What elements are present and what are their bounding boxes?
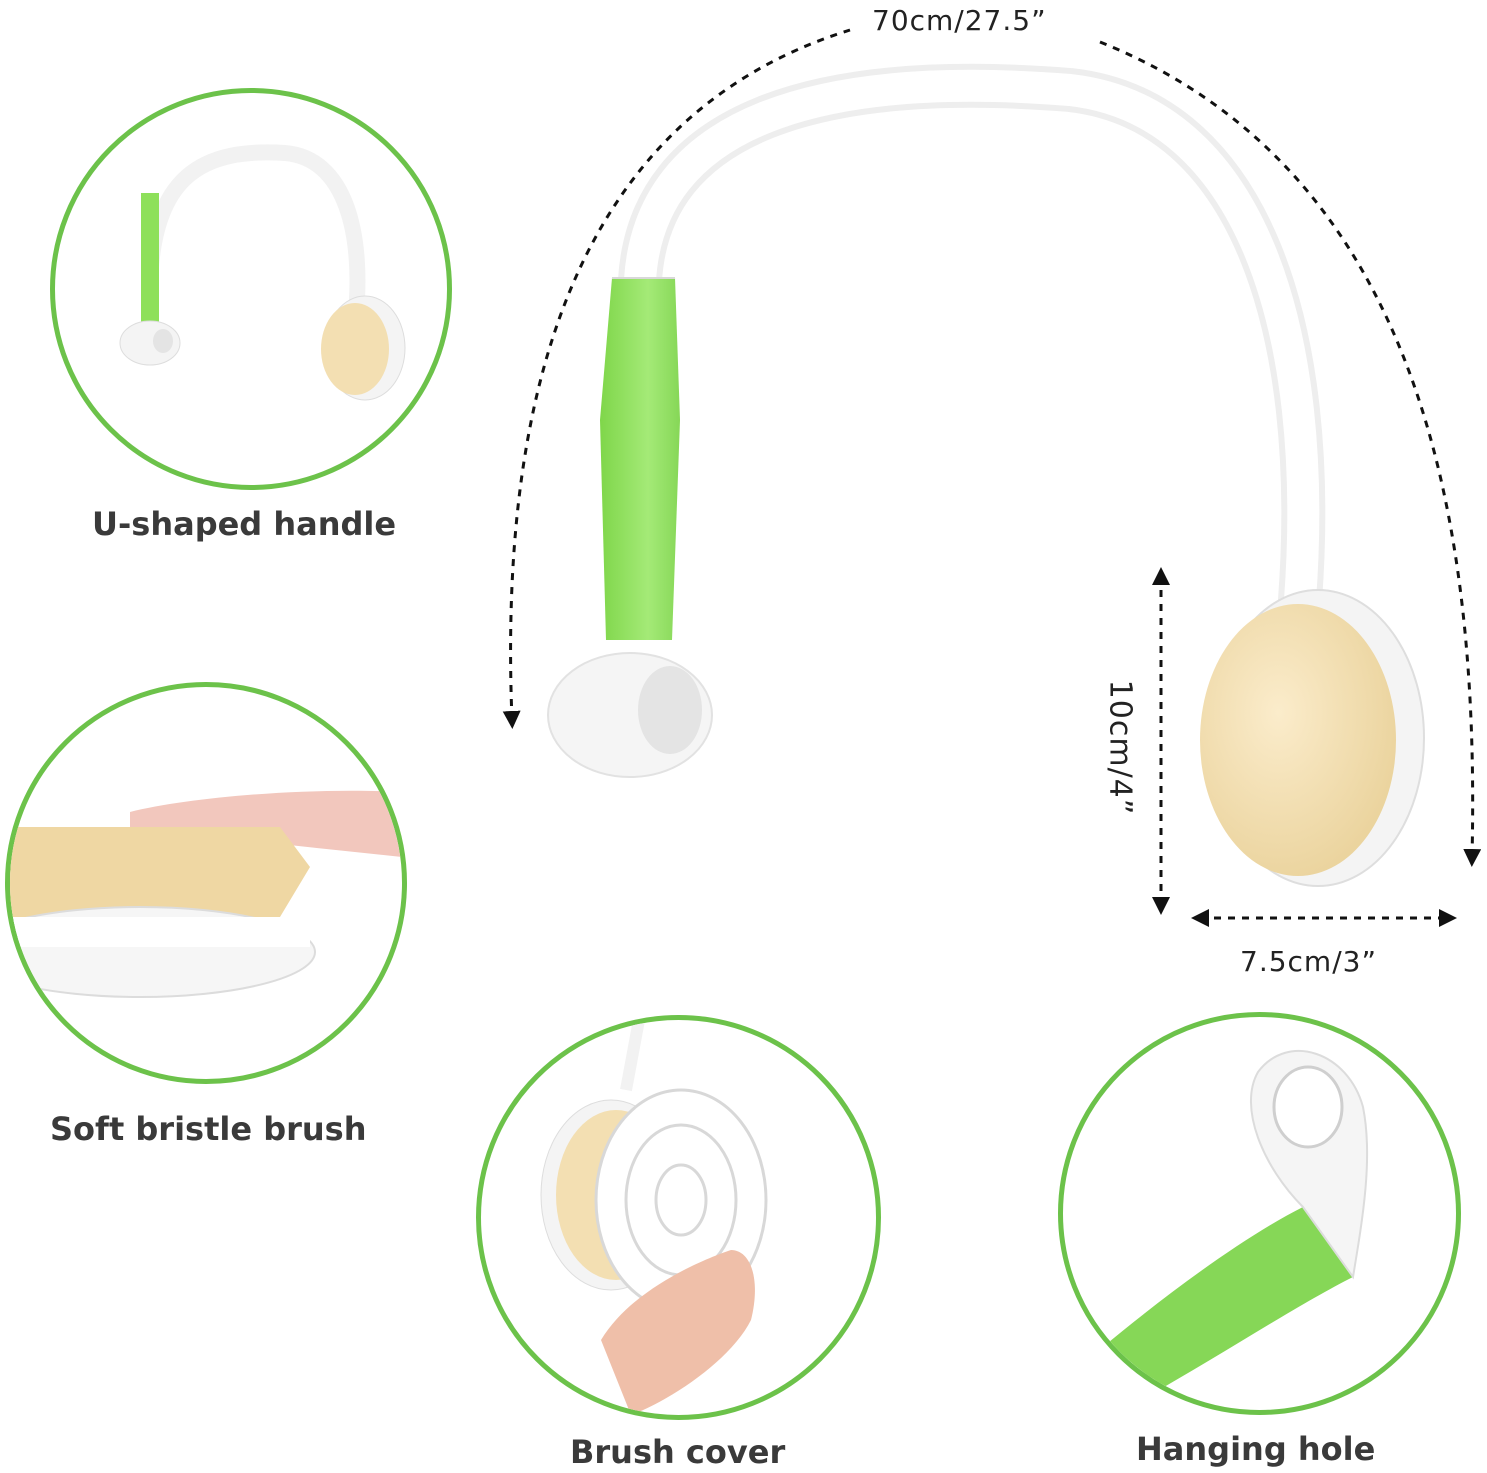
brush-cover-photo — [476, 1015, 881, 1420]
length-dimension-label: 70cm/27.5” — [872, 4, 1047, 37]
length-dimension-arc — [502, 28, 851, 729]
hanging-hole-icon — [1103, 1049, 1369, 1410]
length-dimension-arc-right — [1099, 40, 1482, 867]
brush-bristles — [1200, 604, 1396, 876]
hanging-hole-closeup — [1058, 1012, 1461, 1415]
u-shaped-handle-icon — [119, 144, 406, 401]
feature-label-cover: Brush cover — [570, 1433, 786, 1471]
feature-label-hole: Hanging hole — [1136, 1430, 1376, 1468]
height-dimension-label: 10cm/4” — [1102, 679, 1138, 816]
soft-bristle-icon — [10, 790, 402, 998]
brush-cover-icon — [540, 1020, 768, 1415]
feature-label-handle: U-shaped handle — [92, 505, 397, 543]
u-shaped-handle-thumbnail — [50, 88, 452, 490]
handle-green-grip — [600, 278, 680, 640]
soft-bristle-closeup — [5, 682, 407, 1084]
width-dimension-label: 7.5cm/3” — [1240, 945, 1377, 978]
feature-label-bristle: Soft bristle brush — [50, 1110, 367, 1148]
